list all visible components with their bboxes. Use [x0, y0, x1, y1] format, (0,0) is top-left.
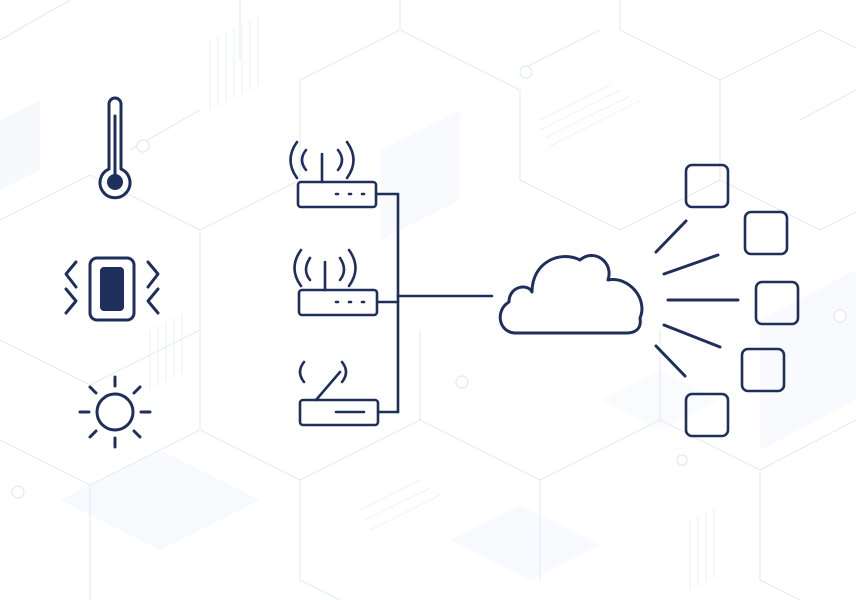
sun-icon [78, 375, 152, 449]
router-2 [293, 248, 379, 317]
fan-out-connections [654, 219, 740, 378]
sensors-group [64, 96, 160, 449]
wifi-signal-icon [289, 140, 355, 180]
endpoints-group [684, 163, 800, 438]
router-1 [289, 140, 378, 209]
thermometer-icon [98, 96, 132, 200]
network-bus [375, 192, 494, 414]
cloud-icon [498, 254, 644, 335]
router-3 [298, 360, 380, 427]
vibration-sensor-icon [64, 256, 160, 322]
background-hatch [149, 16, 715, 590]
gateways-group [289, 140, 380, 427]
endpoint-box-icon [743, 210, 789, 256]
router-antenna-slashed [314, 370, 342, 402]
wifi-disabled-icon [298, 360, 348, 384]
endpoint-box-icon [740, 347, 786, 393]
endpoint-box-icon [684, 163, 730, 209]
endpoint-box-icon [684, 392, 730, 438]
endpoint-box-icon [754, 280, 800, 326]
wifi-signal-icon [293, 248, 357, 288]
